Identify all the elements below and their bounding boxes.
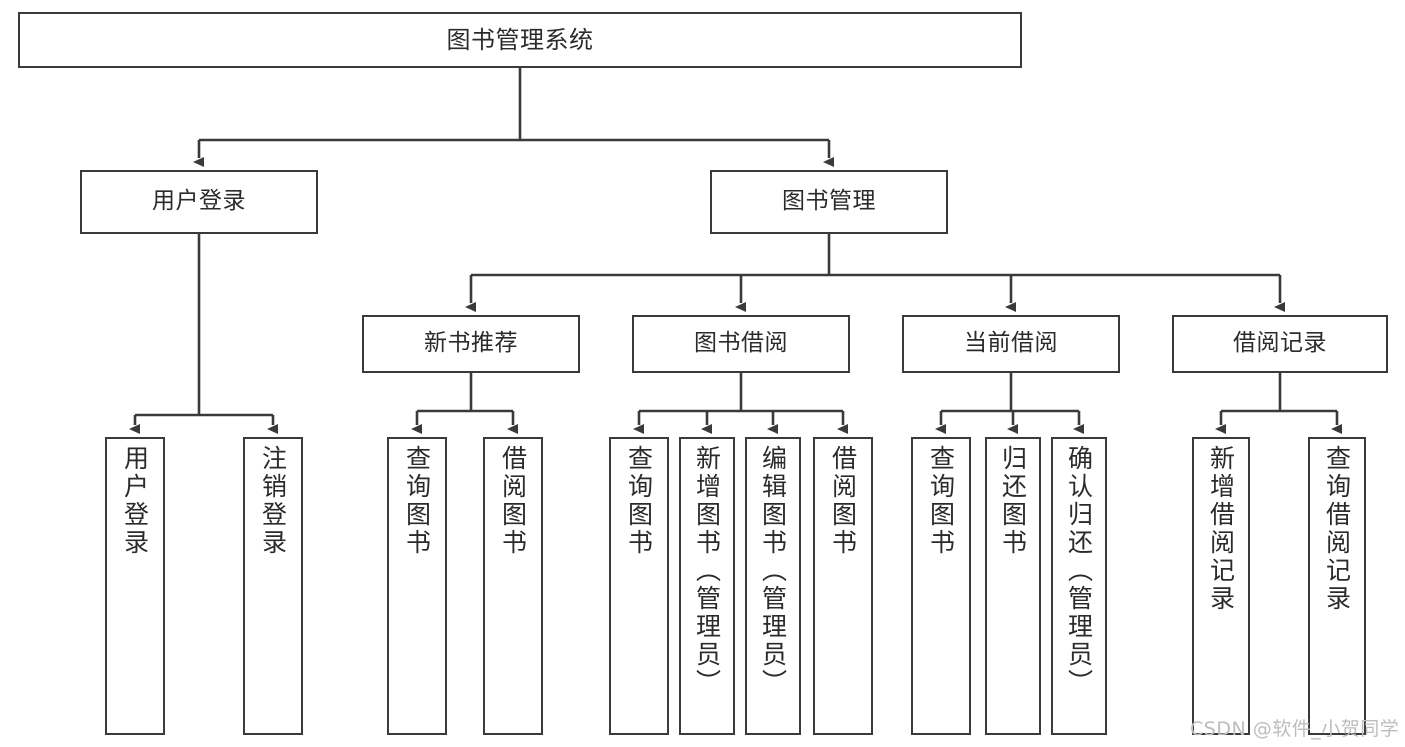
node-label-leaf-query-book-3: 查询图书 xyxy=(926,445,956,557)
node-label-user-login: 用户登录 xyxy=(152,188,246,215)
node-label-leaf-user-logout: 注销登录 xyxy=(258,445,288,557)
node-label-leaf-borrow-book-2: 借阅图书 xyxy=(828,445,858,557)
node-label-leaf-confirm-return: 确认归还（管理员） xyxy=(1064,445,1094,697)
node-label-root: 图书管理系统 xyxy=(446,25,594,54)
node-book-manage[interactable]: 图书管理 xyxy=(710,170,948,234)
node-label-book-borrow: 图书借阅 xyxy=(694,330,788,357)
node-leaf-query-book-3[interactable]: 查询图书 xyxy=(911,437,971,735)
node-label-leaf-add-book: 新增图书（管理员） xyxy=(692,445,722,697)
node-user-login[interactable]: 用户登录 xyxy=(80,170,318,234)
node-leaf-confirm-return[interactable]: 确认归还（管理员） xyxy=(1051,437,1107,735)
node-label-leaf-query-book-2: 查询图书 xyxy=(624,445,654,557)
node-leaf-query-book-1[interactable]: 查询图书 xyxy=(387,437,447,735)
node-leaf-user-logout[interactable]: 注销登录 xyxy=(243,437,303,735)
node-label-borrow-record: 借阅记录 xyxy=(1233,330,1327,357)
node-label-leaf-borrow-book-1: 借阅图书 xyxy=(498,445,528,557)
node-label-leaf-return-book: 归还图书 xyxy=(998,445,1028,557)
node-label-new-book-rec: 新书推荐 xyxy=(424,330,518,357)
node-leaf-borrow-book-1[interactable]: 借阅图书 xyxy=(483,437,543,735)
node-leaf-query-record[interactable]: 查询借阅记录 xyxy=(1308,437,1366,735)
node-leaf-user-login[interactable]: 用户登录 xyxy=(105,437,165,735)
node-leaf-add-record[interactable]: 新增借阅记录 xyxy=(1192,437,1250,735)
node-leaf-borrow-book-2[interactable]: 借阅图书 xyxy=(813,437,873,735)
node-label-leaf-edit-book: 编辑图书（管理员） xyxy=(758,445,788,697)
node-label-leaf-query-record: 查询借阅记录 xyxy=(1322,445,1352,613)
node-book-borrow[interactable]: 图书借阅 xyxy=(632,315,850,373)
node-label-leaf-query-book-1: 查询图书 xyxy=(402,445,432,557)
node-label-leaf-add-record: 新增借阅记录 xyxy=(1206,445,1236,613)
csdn-watermark: CSDN @软件_小贺同学 xyxy=(1190,718,1400,740)
node-leaf-return-book[interactable]: 归还图书 xyxy=(985,437,1041,735)
node-label-leaf-user-login: 用户登录 xyxy=(120,445,150,557)
node-root[interactable]: 图书管理系统 xyxy=(18,12,1022,68)
node-leaf-query-book-2[interactable]: 查询图书 xyxy=(609,437,669,735)
node-current-borrow[interactable]: 当前借阅 xyxy=(902,315,1120,373)
node-label-book-manage: 图书管理 xyxy=(782,188,876,215)
node-leaf-edit-book[interactable]: 编辑图书（管理员） xyxy=(745,437,801,735)
node-borrow-record[interactable]: 借阅记录 xyxy=(1172,315,1388,373)
node-leaf-add-book[interactable]: 新增图书（管理员） xyxy=(679,437,735,735)
node-new-book-rec[interactable]: 新书推荐 xyxy=(362,315,580,373)
node-label-current-borrow: 当前借阅 xyxy=(964,330,1058,357)
